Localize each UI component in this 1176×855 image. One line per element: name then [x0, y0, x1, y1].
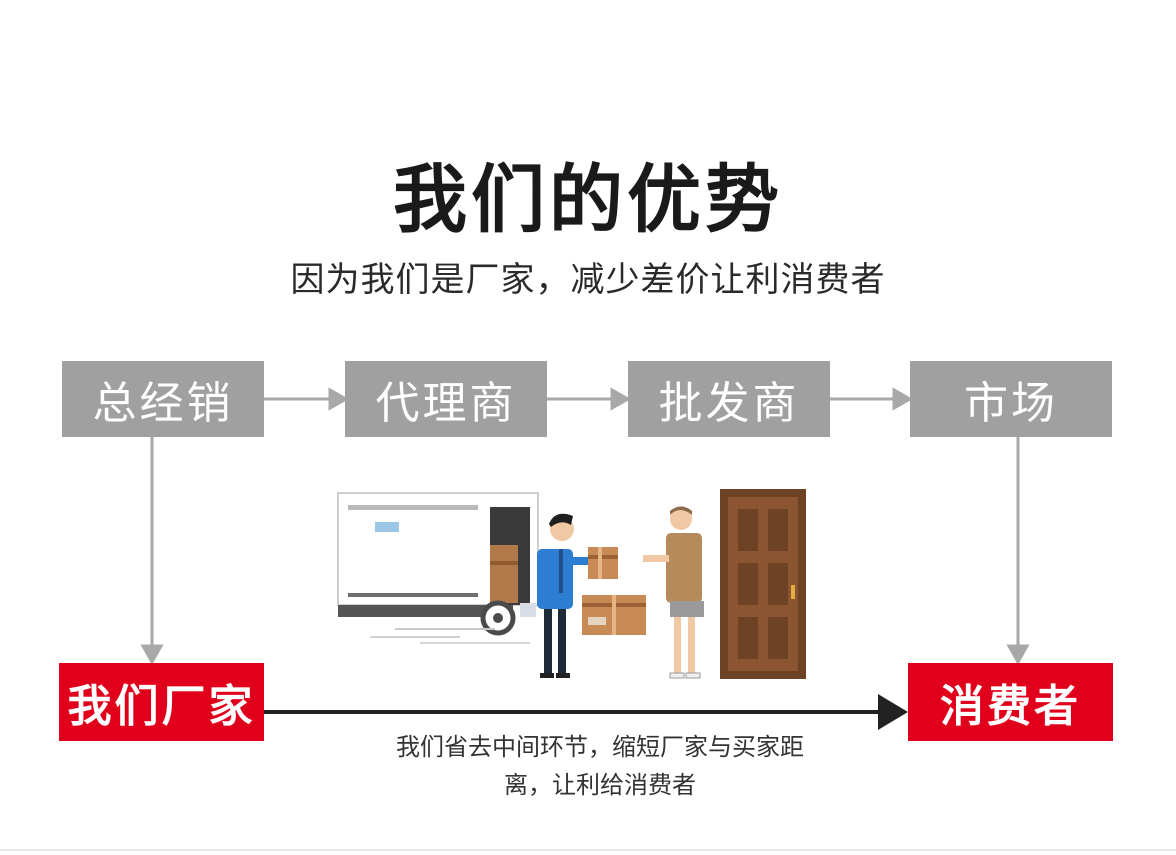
- factory-box: 我们厂家: [59, 663, 264, 741]
- caption-line-1: 我们省去中间环节，缩短厂家与买家距: [396, 733, 804, 761]
- direct-arrowhead: [878, 694, 908, 730]
- delivery-illustration: [337, 489, 806, 679]
- door-icon: [720, 489, 806, 679]
- down-arrowhead-right: [1006, 644, 1030, 666]
- page-title: 我们的优势: [393, 157, 783, 243]
- arrowhead-1: [328, 387, 350, 411]
- arrowhead-2: [610, 387, 632, 411]
- chain-node-market: 市场: [910, 361, 1112, 437]
- page-subtitle: 因为我们是厂家，减少差价让利消费者: [290, 260, 886, 300]
- customer-icon: [643, 506, 704, 679]
- down-arrowhead-left: [140, 644, 164, 666]
- chain-node-distributor: 总经销: [62, 361, 264, 437]
- bottom-divider: [0, 849, 1176, 851]
- caption-line-2: 离，让利给消费者: [504, 771, 696, 799]
- package-boxes-icon: [582, 595, 646, 635]
- chain-node-agent: 代理商: [345, 361, 547, 437]
- consumer-box: 消费者: [908, 663, 1113, 741]
- courier-icon: [537, 513, 618, 678]
- chain-node-wholesaler: 批发商: [628, 361, 830, 437]
- arrowhead-3: [892, 387, 914, 411]
- truck-icon: [337, 492, 539, 644]
- direct-caption: 我们省去中间环节，缩短厂家与买家距 离，让利给消费者: [340, 728, 860, 804]
